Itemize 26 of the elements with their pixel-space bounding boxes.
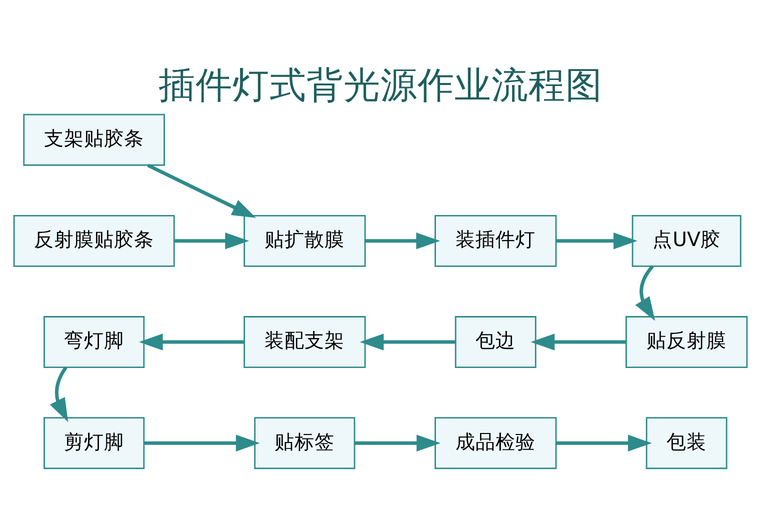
node-box: 支架贴胶条 xyxy=(23,113,165,166)
arrow xyxy=(147,163,256,218)
diagram-title: 插件灯式背光源作业流程图 xyxy=(158,62,602,106)
node-box: 贴扩散膜 xyxy=(244,214,366,266)
arrow xyxy=(354,434,440,451)
node-box: 反射膜贴胶条 xyxy=(13,214,175,266)
arrow xyxy=(556,232,638,249)
node-box: 装配支架 xyxy=(244,316,366,368)
arrow xyxy=(530,333,626,350)
node-box: 包装 xyxy=(646,416,728,469)
node-box: 贴反射膜 xyxy=(626,316,748,368)
arrow xyxy=(50,366,68,422)
arrow xyxy=(144,434,260,451)
node-box: 点UV胶 xyxy=(632,214,742,266)
arrow xyxy=(360,333,456,350)
arrow xyxy=(138,333,244,350)
node-box: 剪灯脚 xyxy=(44,416,145,469)
node-box: 贴标签 xyxy=(254,416,356,469)
node-box: 弯灯脚 xyxy=(44,316,145,368)
node-box: 成品检验 xyxy=(434,416,557,469)
node-box: 装插件灯 xyxy=(434,214,557,266)
arrow xyxy=(556,434,652,451)
node-box: 包边 xyxy=(454,316,536,368)
arrow xyxy=(365,232,440,249)
arrow xyxy=(174,232,250,249)
arrow xyxy=(635,264,656,320)
